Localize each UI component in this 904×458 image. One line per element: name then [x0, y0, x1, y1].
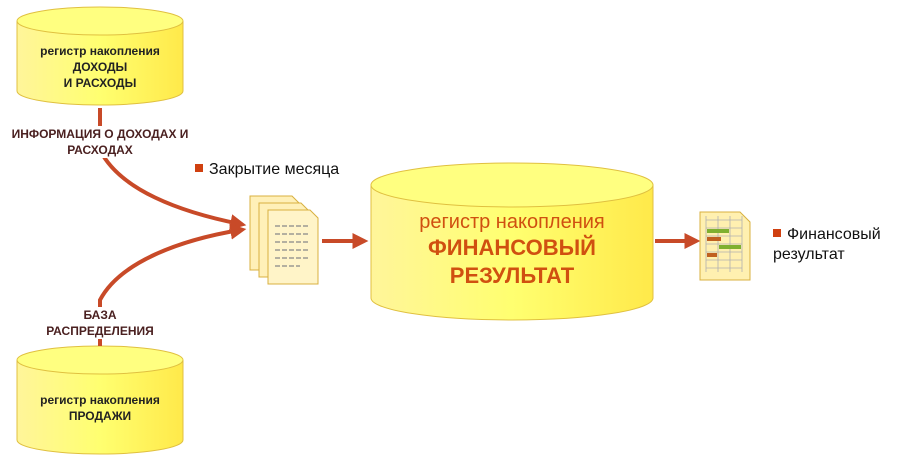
financial-register-line3: РЕЗУЛЬТАТ: [449, 263, 575, 288]
income-info-line1: ИНФОРМАЦИЯ О ДОХОДАХ И: [11, 127, 189, 141]
sales-cylinder: [16, 345, 184, 455]
financial-register-line1: регистр накопления: [419, 211, 605, 233]
income-info-line2: РАСХОДАХ: [67, 143, 133, 157]
distribution-base-line2: РАСПРЕДЕЛЕНИЯ: [46, 324, 154, 338]
month-close-documents-icon: [249, 195, 319, 285]
income-expenses-label: регистр накопления ДОХОДЫ И РАСХОДЫ: [17, 43, 183, 91]
financial-result-cylinder: [370, 162, 654, 321]
month-close-bullet: Закрытие месяца: [195, 160, 339, 180]
financial-result-label: регистр накопления ФИНАНСОВЫЙ РЕЗУЛЬТАТ: [371, 210, 653, 290]
sales-label: регистр накопления ПРОДАЖИ: [17, 392, 183, 424]
month-close-text: Закрытие месяца: [209, 161, 340, 178]
sales-register-line2: ПРОДАЖИ: [68, 409, 132, 423]
income-expenses-cylinder: [16, 6, 184, 106]
income-register-line2: ДОХОДЫ: [72, 60, 128, 74]
financial-result-text-line2: результат: [773, 246, 845, 263]
income-register-line1: регистр накопления: [40, 44, 160, 58]
financial-report-icon: [699, 211, 751, 281]
financial-result-bullet: Финансовый результат: [773, 225, 881, 265]
financial-register-line2: ФИНАНСОВЫЙ: [428, 235, 596, 260]
income-info-label: ИНФОРМАЦИЯ О ДОХОДАХ И РАСХОДАХ: [0, 126, 200, 158]
bullet-square-icon: [195, 163, 203, 172]
distribution-base-line1: БАЗА: [83, 308, 117, 322]
sales-to-docs-arrow: [98, 223, 247, 346]
income-register-line3: И РАСХОДЫ: [63, 76, 137, 90]
distribution-base-label: БАЗА РАСПРЕДЕЛЕНИЯ: [30, 307, 170, 339]
financial-result-text-line1: Финансовый: [787, 226, 881, 243]
sales-register-line1: регистр накопления: [40, 393, 160, 407]
bullet-square-icon: [773, 228, 781, 237]
